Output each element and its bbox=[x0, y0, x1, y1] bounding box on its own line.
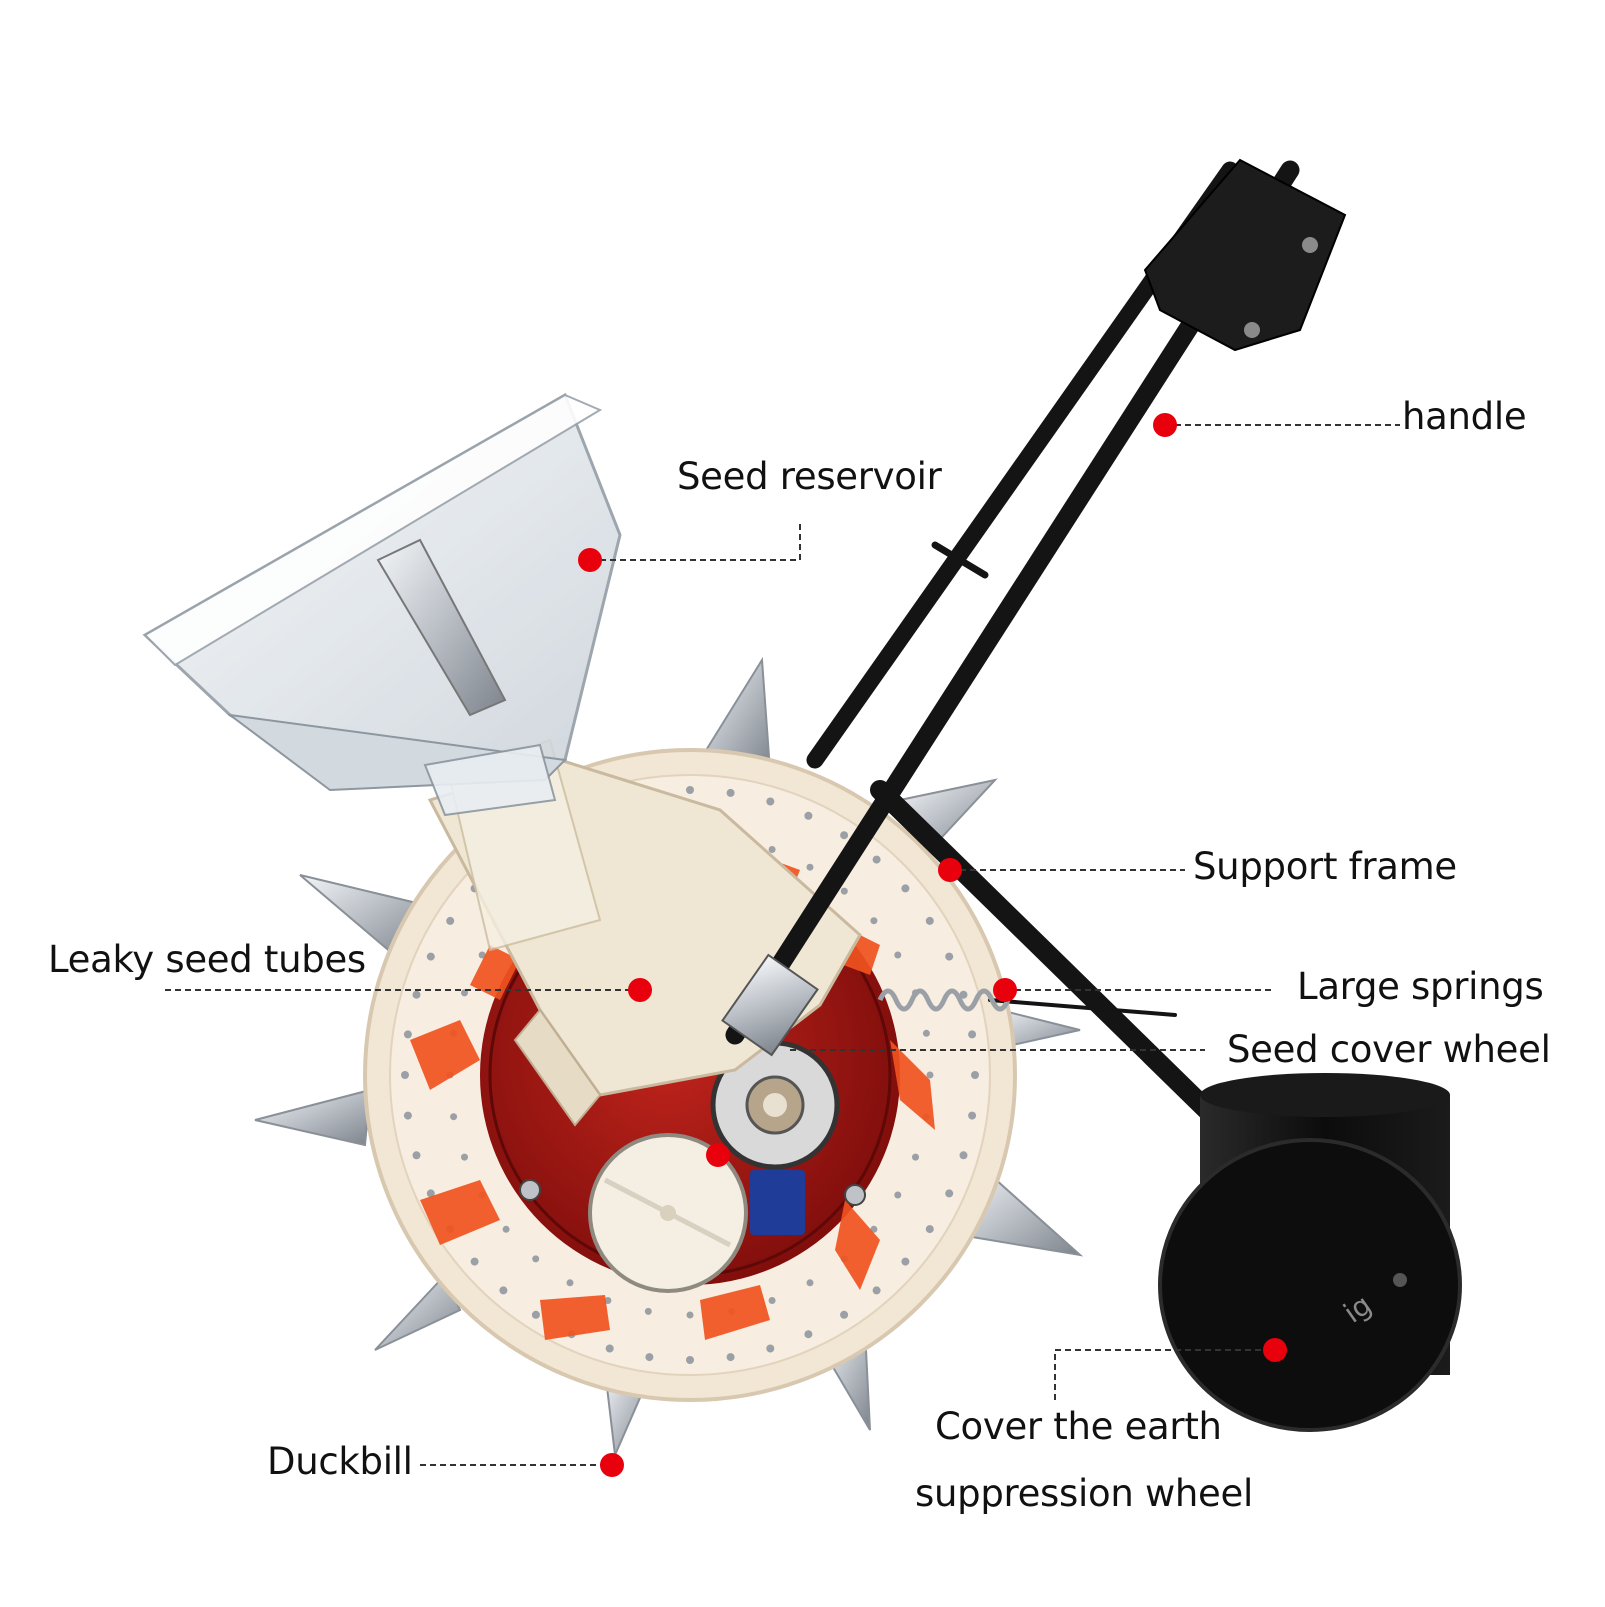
rivet bbox=[605, 1344, 614, 1353]
rivet bbox=[450, 1113, 458, 1121]
rivet bbox=[478, 951, 486, 959]
pivot-bracket bbox=[721, 953, 819, 1057]
rivet bbox=[566, 1279, 574, 1287]
rivet bbox=[872, 855, 881, 864]
rivet bbox=[959, 1151, 968, 1160]
rivet bbox=[894, 951, 902, 959]
rivet bbox=[971, 1071, 979, 1079]
rivet bbox=[426, 1189, 435, 1198]
rivet bbox=[531, 1310, 540, 1319]
rivet bbox=[726, 788, 735, 797]
rivet bbox=[686, 1356, 694, 1364]
label-suppression-wheel: suppression wheel bbox=[915, 1472, 1253, 1515]
rivet bbox=[686, 1311, 694, 1319]
rivet bbox=[840, 887, 848, 895]
rivet bbox=[945, 1189, 954, 1198]
suppression-roller: ig bbox=[1158, 1073, 1462, 1432]
rivet bbox=[470, 1257, 479, 1266]
rivet bbox=[403, 1030, 412, 1039]
label-seed-cover-wheel: Seed cover wheel bbox=[1227, 1028, 1551, 1071]
seed-reservoir bbox=[142, 392, 622, 817]
marker-cover-earth bbox=[1263, 1338, 1287, 1362]
rivet bbox=[499, 1286, 508, 1295]
rivet bbox=[912, 1153, 919, 1161]
rivet bbox=[901, 1257, 910, 1266]
label-duckbill: Duckbill bbox=[267, 1440, 413, 1483]
rivet bbox=[502, 1225, 510, 1233]
rivet bbox=[959, 990, 968, 999]
rivet bbox=[926, 1071, 934, 1079]
leader-lines bbox=[165, 424, 1400, 1466]
label-leaky-seed-tubes: Leaky seed tubes bbox=[48, 938, 366, 981]
rivet bbox=[925, 916, 934, 925]
callout-markers bbox=[578, 413, 1287, 1477]
rivet bbox=[894, 1191, 902, 1199]
marker-seed-reservoir bbox=[578, 548, 602, 572]
rivet bbox=[870, 917, 878, 925]
rivet bbox=[768, 1297, 776, 1304]
rivet bbox=[766, 797, 775, 806]
rivet bbox=[922, 1029, 930, 1037]
marker-leaky-seed-tubes bbox=[628, 978, 652, 1002]
rivet bbox=[925, 1225, 934, 1234]
label-support-frame: Support frame bbox=[1193, 845, 1457, 888]
marker-support-frame bbox=[938, 858, 962, 882]
rivet bbox=[945, 952, 954, 961]
handle-grip bbox=[1143, 158, 1347, 352]
rivet bbox=[461, 989, 468, 997]
rivet bbox=[532, 1255, 540, 1263]
rivet bbox=[968, 1030, 977, 1039]
rivet bbox=[446, 916, 455, 925]
rivet bbox=[806, 863, 814, 871]
rivet bbox=[461, 1153, 468, 1161]
label-large-springs: Large springs bbox=[1297, 965, 1544, 1008]
marker-duckbill bbox=[600, 1453, 624, 1477]
rivet bbox=[412, 1151, 421, 1160]
marker-large-springs bbox=[993, 978, 1017, 1002]
rivet bbox=[901, 884, 910, 893]
rivet bbox=[768, 846, 776, 853]
rivet bbox=[804, 811, 813, 820]
rivet bbox=[412, 990, 421, 999]
rivet bbox=[804, 1330, 813, 1339]
rivet bbox=[686, 786, 694, 794]
marker-handle bbox=[1153, 413, 1177, 437]
label-cover-the-earth: Cover the earth bbox=[935, 1405, 1222, 1448]
rivet bbox=[403, 1111, 412, 1120]
marker-seed-cover-wheel bbox=[706, 1143, 730, 1167]
rivet bbox=[604, 1297, 612, 1304]
rivet bbox=[840, 1310, 849, 1319]
rivet bbox=[968, 1111, 977, 1120]
rivet bbox=[840, 831, 849, 840]
rivet bbox=[766, 1344, 775, 1353]
rivet bbox=[806, 1279, 814, 1287]
rivet bbox=[872, 1286, 881, 1295]
rivet bbox=[726, 1353, 735, 1362]
rivet bbox=[426, 952, 435, 961]
rivet bbox=[401, 1071, 409, 1079]
label-handle: handle bbox=[1402, 395, 1527, 438]
large-spring bbox=[877, 988, 1011, 1012]
rivet bbox=[645, 1353, 654, 1362]
label-seed-reservoir: Seed reservoir bbox=[677, 455, 942, 498]
rivet bbox=[644, 1307, 652, 1315]
